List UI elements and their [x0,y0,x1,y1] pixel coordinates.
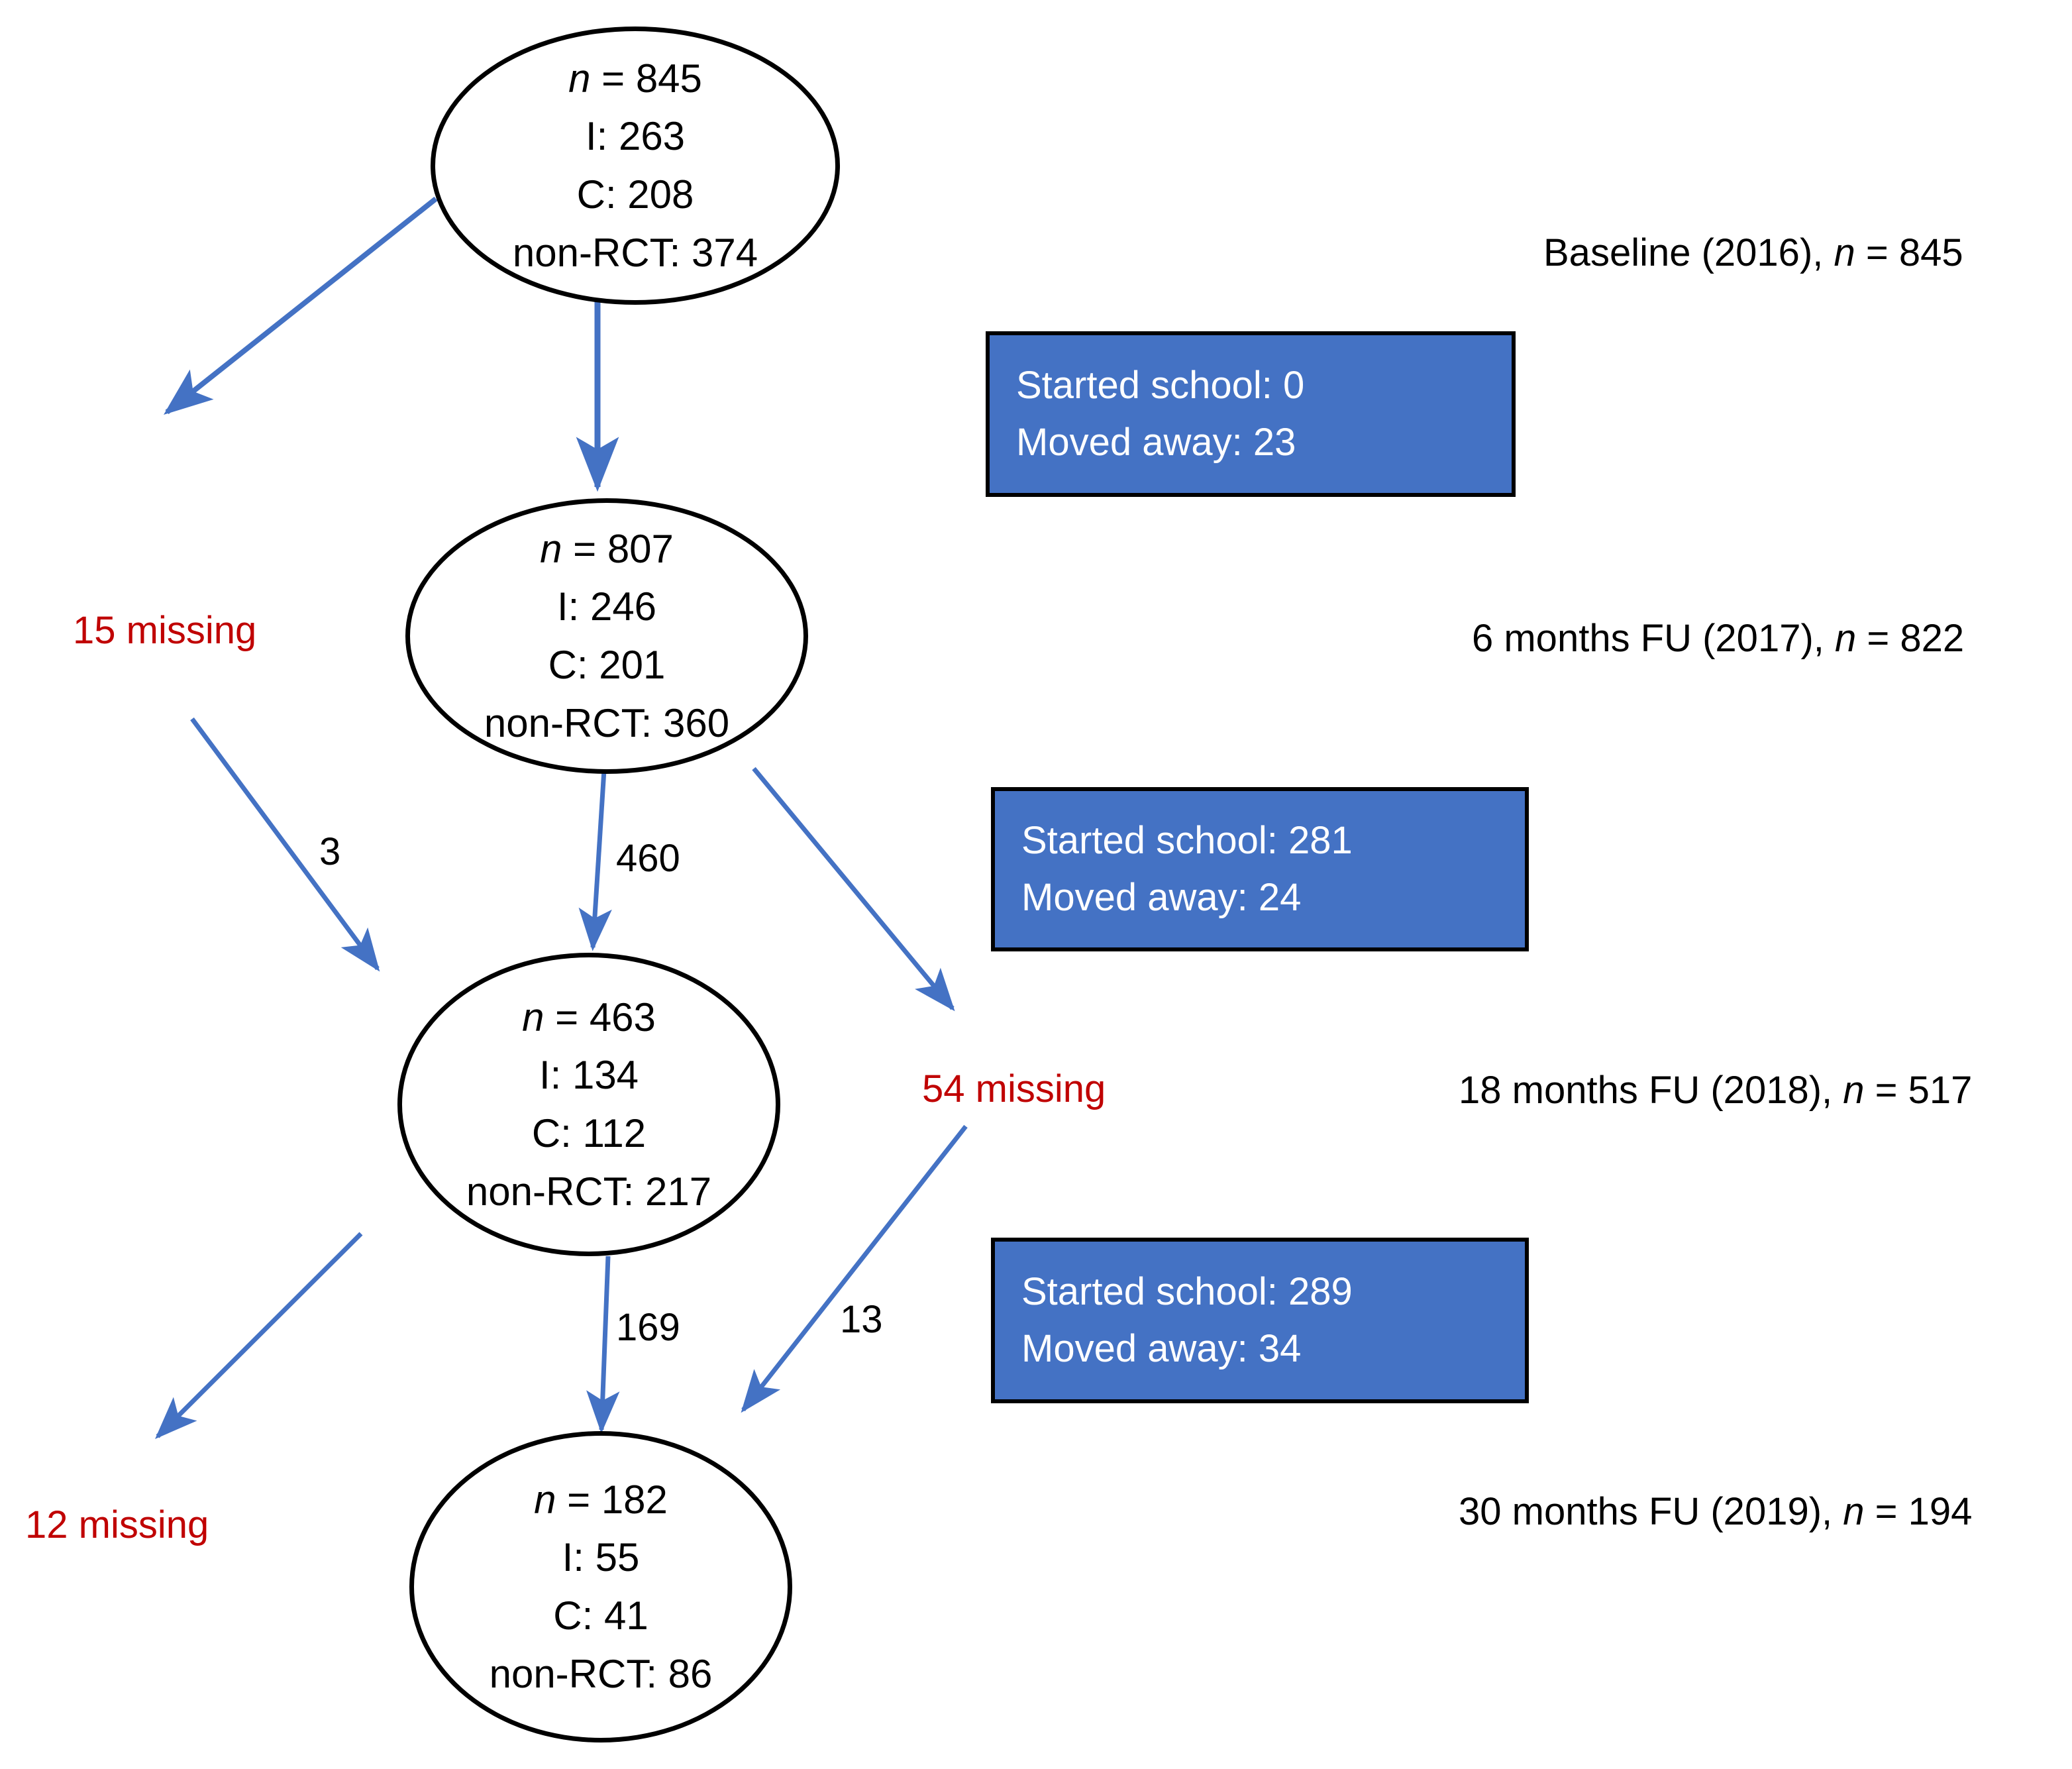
node-fu6-line-3: C: 201 [548,643,666,687]
node-fu30: n = 182 I: 55 C: 41 non-RCT: 86 [409,1431,792,1742]
node-baseline-line-1: n = 845 [568,56,702,101]
node-fu6-line-1: n = 807 [540,526,674,571]
edge-label-13: 13 [840,1298,883,1341]
callout-wave2-moved-away: Moved away: 24 [1021,876,1302,919]
edge-fu18-to-missing12 [155,1232,363,1439]
node-baseline: n = 845 I: 263 C: 208 non-RCT: 374 [431,27,840,305]
stage-label-baseline: Baseline (2016), n = 845 [1543,231,1963,274]
callout-wave1-moved-away: Moved away: 23 [1016,421,1296,464]
callout-wave3-moved-away: Moved away: 34 [1021,1327,1302,1370]
node-fu18-line-3: C: 112 [531,1111,647,1155]
edge-fu6-to-missing54 [752,767,955,1012]
stage-label-fu18: 18 months FU (2018), n = 517 [1459,1069,1973,1112]
node-baseline-line-2: I: 263 [585,114,686,159]
edge-missing54-to-fu30 [741,1124,968,1413]
node-fu30-line-2: I: 55 [562,1535,640,1580]
edge-fu18-to-fu30-center [586,1256,620,1434]
edge-fu6-to-fu18-left [190,717,380,972]
stage-label-fu6: 6 months FU (2017), n = 822 [1472,617,1965,660]
edge-label-3: 3 [319,830,341,873]
callout-wave2: Started school: 281 Moved away: 24 [991,787,1529,951]
callout-wave3: Started school: 289 Moved away: 34 [991,1238,1529,1403]
node-fu18-line-1: n = 463 [522,994,656,1040]
edge-baseline-to-missing15 [163,196,438,415]
node-fu18: n = 463 I: 134 C: 112 non-RCT: 217 [397,953,780,1256]
node-fu18-line-2: I: 134 [539,1053,639,1098]
node-fu30-line-3: C: 41 [553,1593,648,1638]
node-fu6-line-4: non-RCT: 360 [484,700,730,745]
node-fu6: n = 807 I: 246 C: 201 non-RCT: 360 [405,498,808,774]
missing-label-54: 54 missing [922,1067,1106,1110]
node-fu30-line-4: non-RCT: 86 [489,1651,713,1696]
missing-label-15: 15 missing [73,609,257,652]
edge-fu6-to-fu18-center [578,769,612,951]
missing-label-12: 12 missing [25,1503,209,1546]
stage-label-fu30: 30 months FU (2019), n = 194 [1459,1490,1973,1533]
node-baseline-line-3: C: 208 [576,172,694,217]
callout-wave1-started-school: Started school: 0 [1016,364,1305,407]
callout-wave2-started-school: Started school: 281 [1021,819,1353,863]
node-fu6-line-2: I: 246 [556,584,657,629]
node-baseline-line-4: non-RCT: 374 [512,230,758,275]
node-fu30-line-1: n = 182 [534,1477,668,1522]
callout-wave3-started-school: Started school: 289 [1021,1270,1353,1314]
edge-label-169: 169 [616,1306,680,1349]
callout-wave1: Started school: 0 Moved away: 23 [986,331,1516,497]
edge-label-460: 460 [616,837,680,880]
node-fu18-line-4: non-RCT: 217 [466,1169,712,1214]
